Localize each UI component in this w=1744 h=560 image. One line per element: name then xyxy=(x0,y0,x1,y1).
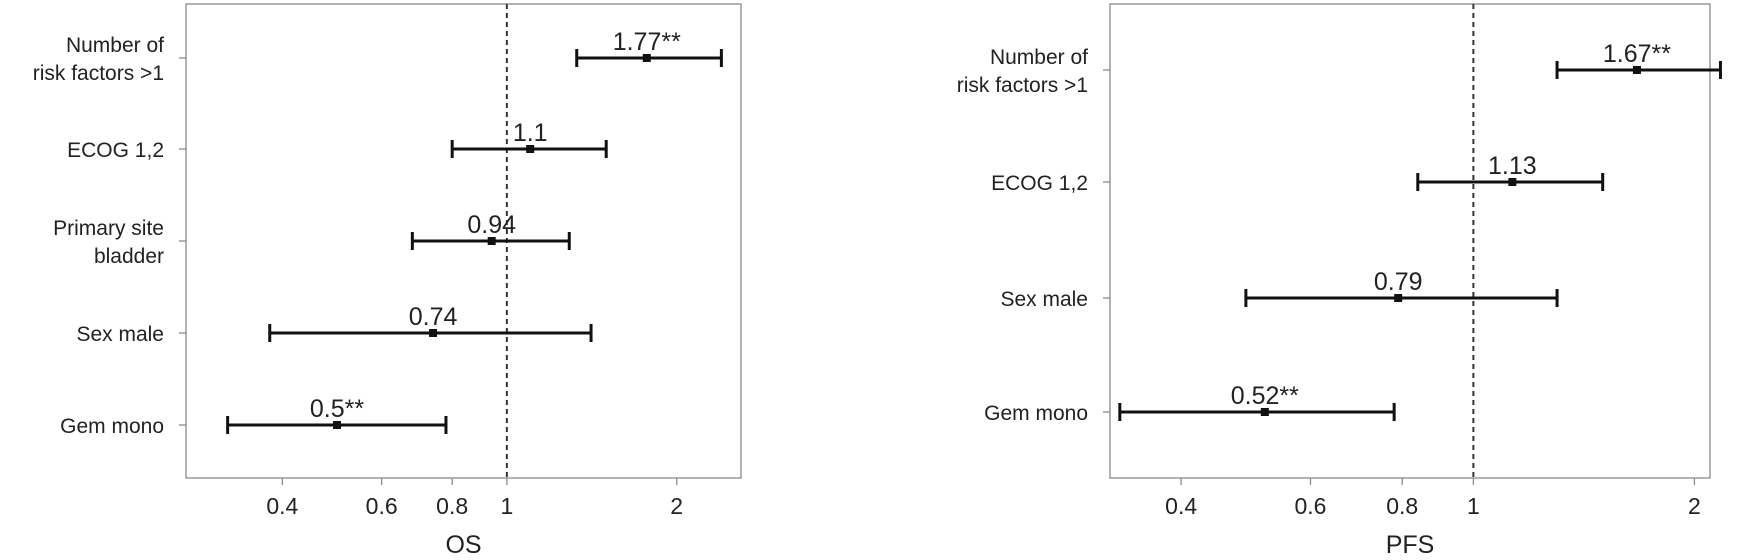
point-estimate xyxy=(1260,408,1269,416)
x-tick-label: 0.8 xyxy=(436,493,468,519)
row-label: risk factors >1 xyxy=(33,62,164,85)
estimate-label: 1.67** xyxy=(1603,40,1671,68)
estimate-label: 0.5** xyxy=(310,395,364,423)
row-label: ECOG 1,2 xyxy=(67,139,164,162)
row-label: Sex male xyxy=(1000,288,1088,311)
estimate-label: 1.1 xyxy=(513,119,548,147)
row-label: ECOG 1,2 xyxy=(991,172,1088,195)
point-estimate xyxy=(1632,66,1641,74)
forest-row: ECOG 1,2 1.13 xyxy=(991,152,1605,195)
estimate-label: 0.52** xyxy=(1231,382,1299,410)
x-axis-title: PFS xyxy=(1386,531,1435,559)
plot-frame xyxy=(1109,3,1711,479)
point-estimate xyxy=(429,329,438,337)
forest-row: Number of risk factors >1 1.67** xyxy=(957,40,1722,97)
row-label: Number of xyxy=(990,46,1088,69)
forest-row: Sex male 0.74 xyxy=(76,303,593,346)
x-tick-label: 0.4 xyxy=(266,493,298,519)
x-tick-label: 2 xyxy=(670,493,683,519)
x-tick-label: 0.4 xyxy=(1165,493,1197,519)
x-tick-label: 2 xyxy=(1688,493,1701,519)
forest-row: Primary site bladder 0.94 xyxy=(53,211,571,268)
forest-row: ECOG 1,2 1.1 xyxy=(67,119,608,162)
x-tick-label: 0.6 xyxy=(1294,493,1326,519)
row-label: Sex male xyxy=(76,323,164,346)
estimate-label: 0.94 xyxy=(467,211,516,239)
row-label: Gem mono xyxy=(984,402,1088,425)
row-label: bladder xyxy=(94,245,164,268)
forest-row: Gem mono 0.52** xyxy=(984,382,1396,425)
row-label: Gem mono xyxy=(60,415,164,438)
x-axis-title: OS xyxy=(445,531,481,559)
forest-row: Number of risk factors >1 1.77** xyxy=(33,28,723,85)
forest-row: Sex male 0.79 xyxy=(1000,268,1559,311)
estimate-label: 1.77** xyxy=(613,28,681,56)
estimate-label: 0.79 xyxy=(1374,268,1423,296)
x-tick-label: 1 xyxy=(500,493,513,519)
row-label: risk factors >1 xyxy=(957,74,1088,97)
point-estimate xyxy=(1394,294,1403,302)
point-estimate xyxy=(642,54,651,62)
row-label: Number of xyxy=(66,34,164,57)
estimate-label: 1.13 xyxy=(1488,152,1537,180)
x-tick-label: 1 xyxy=(1467,493,1480,519)
os-forest-panel: 0.4 0.6 0.8 1 2OS Number of risk factors >1 1.7… xyxy=(33,3,742,559)
estimate-label: 0.74 xyxy=(409,303,458,331)
x-tick-label: 0.8 xyxy=(1386,493,1418,519)
point-estimate xyxy=(332,421,341,429)
point-estimate xyxy=(487,237,496,245)
x-tick-label: 0.6 xyxy=(366,493,398,519)
point-estimate xyxy=(526,145,535,153)
forest-row: Gem mono 0.5** xyxy=(60,395,448,438)
row-label: Primary site xyxy=(53,217,164,240)
point-estimate xyxy=(1508,178,1517,186)
